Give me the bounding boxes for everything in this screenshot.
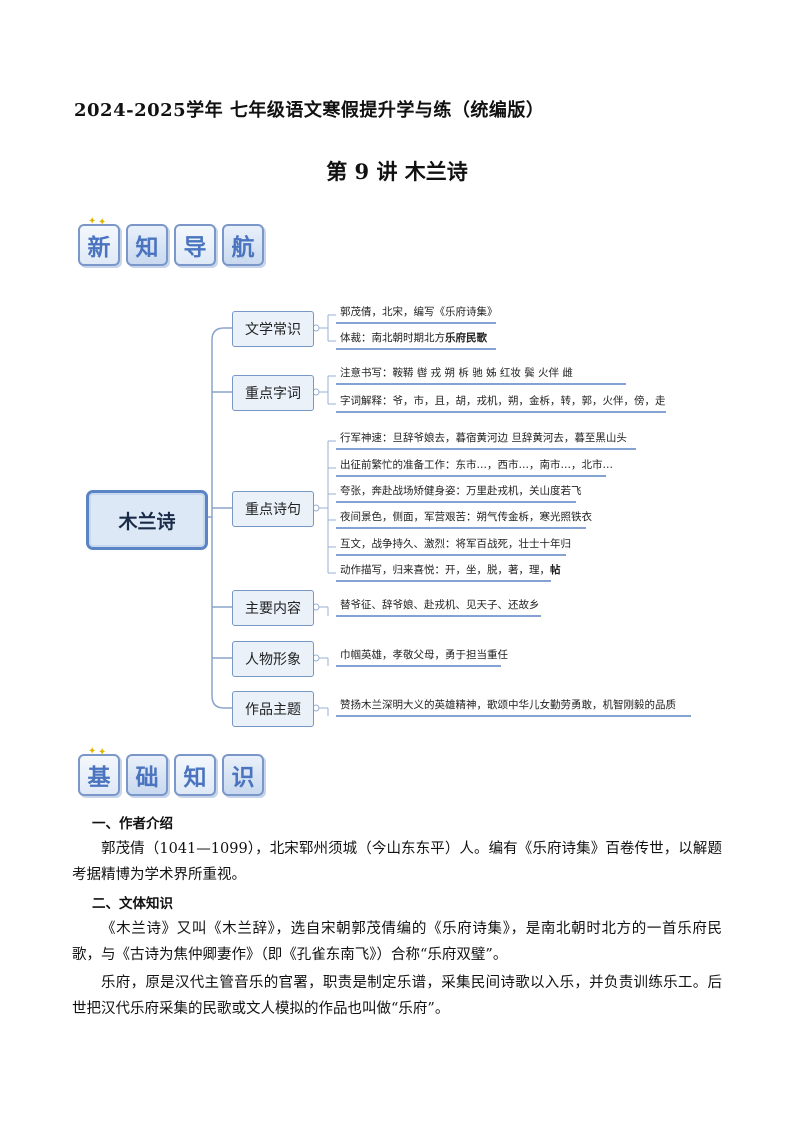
leaf-text: 夸张，奔赴战场矫健身姿：万里赴戎机，关山度若飞 [340,485,582,497]
mindmap-node: 重点字词 [232,375,314,411]
mindmap-leaf: 郭茂倩，北宋，编写《乐府诗集》 [340,305,498,319]
paragraph-author: 郭茂倩（1041—1099），北宋郓州须城（今山东东平）人。编有《乐府诗集》百卷… [72,841,722,883]
leaf-text: 郭茂倩，北宋，编写《乐府诗集》 [340,306,498,318]
badge-char: 知 [174,754,216,796]
mindmap-leaf: 动作描写，归来喜悦：开，坐，脱，著，理，帖 [340,563,561,577]
leaf-text: 巾帼英雄，孝敬父母，勇于担当重任 [340,649,508,661]
badge-label: 导 [183,235,207,261]
leaf-text: 行军神速：旦辞爷娘去，暮宿黄河边 旦辞黄河去，暮至黑山头 [340,432,627,444]
mindmap-leaf: 互文，战争持久、激烈：将军百战死，壮士十年归 [340,537,571,551]
mindmap-node: 作品主题 [232,691,314,727]
badge-char: 航 ○○ [222,224,264,266]
mindmap-leaf: 夸张，奔赴战场矫健身姿：万里赴戎机，关山度若飞 [340,484,582,498]
leaf-text: 替爷征、辞爷娘、赴戎机、见天子、还故乡 [340,599,540,611]
circle-decoration-icon: ○○ [230,255,248,266]
badge-char: 新 ✦ ✦ [78,217,120,266]
mindmap-leaf: 体裁：南北朝时期北方乐府民歌 [340,331,487,345]
badge-row-jichuzhishi: 基 ✦ ✦ 础 知 识 ○○ [78,747,264,796]
leaf-text: 互文，战争持久、激烈：将军百战死，壮士十年归 [340,538,571,550]
badge-char: 基 ✦ ✦ [78,747,120,796]
leaf-emphasis: 帖 [550,564,561,576]
section-heading-author: 一、作者介绍 [92,816,173,832]
mindmap-node: 重点诗句 [232,491,314,527]
leaf-emphasis: 乐府民歌 [445,332,487,344]
mindmap-leaf: 行军神速：旦辞爷娘去，暮宿黄河边 旦辞黄河去，暮至黑山头 [340,431,627,445]
badge-label: 基 [87,765,111,791]
badge-row-xinzhidaohang: 新 ✦ ✦ 知 导 航 ○○ [78,217,264,266]
mindmap-leaf: 夜间景色，侧面，军营艰苦：朔气传金柝，寒光照铁衣 [340,510,592,524]
badge-label: 航 [231,235,255,261]
mindmap-leaf: 字词解释：爷，市，且，胡，戎机，朔，金柝，转，郭，火伴，傍，走 [340,394,666,408]
badge-label: 识 [231,765,255,791]
star-icon: ✦ [88,746,97,757]
leaf-text: 注意书写：鞍鞯 辔 戎 朔 柝 驰 姊 红妆 鬓 火伴 雌 [340,367,573,379]
section-heading-genre: 二、文体知识 [92,896,173,912]
star-icon: ✦ [98,747,107,758]
leaf-text: 夜间景色，侧面，军营艰苦：朔气传金柝，寒光照铁衣 [340,511,592,523]
mindmap-leaf: 巾帼英雄，孝敬父母，勇于担当重任 [340,648,508,662]
mindmap-leaf: 注意书写：鞍鞯 辔 戎 朔 柝 驰 姊 红妆 鬓 火伴 雌 [340,366,573,380]
badge-char: 知 [126,224,168,266]
document-header-title: 2024-2025学年 七年级语文寒假提升学与练（统编版） [74,100,545,121]
leaf-text: 动作描写，归来喜悦：开，坐，脱，著，理， [340,564,550,576]
badge-char: 础 [126,754,168,796]
connector-curve [211,327,232,517]
badge-char: 导 [174,224,216,266]
badge-label: 知 [135,235,159,261]
paragraph-genre-2: 乐府，原是汉代主管音乐的官署，职责是制定乐谱，采集民间诗歌以入乐，并负责训练乐工… [72,975,722,1017]
mindmap-leaf: 替爷征、辞爷娘、赴戎机、见天子、还故乡 [340,598,540,612]
mindmap-node: 主要内容 [232,590,314,626]
badge-label: 知 [183,765,207,791]
mindmap-node: 人物形象 [232,641,314,677]
leaf-text: 体裁：南北朝时期北方 [340,332,445,344]
mindmap-leaf: 出征前繁忙的准备工作：东市…，西市…，南市…，北市… [340,458,613,472]
mindmap-node: 文学常识 [232,311,314,347]
mindmap-root: 木兰诗 [86,490,208,550]
star-icon: ✦ [88,216,97,227]
connector-curve [211,517,232,709]
leaf-text: 出征前繁忙的准备工作：东市…，西市…，南市…，北市… [340,459,613,471]
leaf-text: 字词解释：爷，市，且，胡，戎机，朔，金柝，转，郭，火伴，傍，走 [340,395,666,407]
badge-char: 识 ○○ [222,754,264,796]
star-icon: ✦ [98,217,107,228]
paragraph-genre-1: 《木兰诗》又叫《木兰辞》，选自宋朝郭茂倩编的《乐府诗集》，是南北朝时北方的一首乐… [72,921,722,963]
circle-decoration-icon: ○○ [230,785,248,796]
leaf-text: 赞扬木兰深明大义的英雄精神，歌颂中华儿女勤劳勇敢，机智刚毅的品质 [340,699,676,711]
mindmap-leaf: 赞扬木兰深明大义的英雄精神，歌颂中华儿女勤劳勇敢，机智刚毅的品质 [340,698,676,712]
badge-label: 新 [87,235,111,261]
badge-label: 础 [135,765,159,791]
lesson-title: 第 9 讲 木兰诗 [326,159,468,184]
